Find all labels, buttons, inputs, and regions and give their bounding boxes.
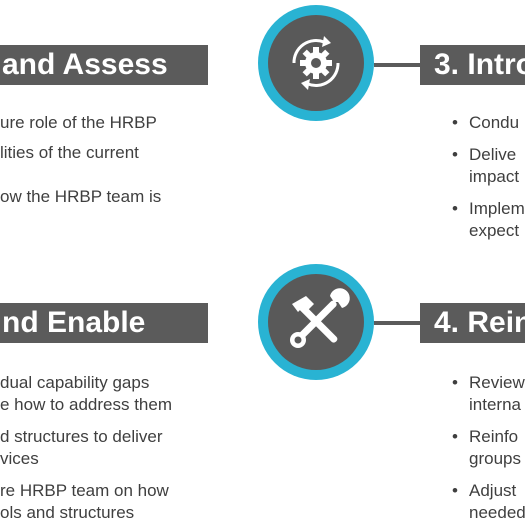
circle-inner <box>268 274 364 370</box>
list-item: Implem <box>469 199 525 218</box>
list-item: Condu <box>469 113 520 132</box>
step-intro-banner: 3. Intro <box>420 45 525 85</box>
list-item: ure role of the HRBP <box>0 113 157 132</box>
list-item-cont: groups <box>469 449 521 468</box>
step-assess-banner: and Assess <box>0 45 208 85</box>
list-item-cont: e how to address them <box>0 395 172 414</box>
list-item: d structures to deliver <box>0 427 163 446</box>
step-reinforce-banner: 4. Rein <box>420 303 525 343</box>
step-intro-connector <box>374 63 420 67</box>
step-reinforce-circle <box>258 264 374 380</box>
list-item-cont: ols and structures <box>0 503 135 522</box>
list-item: Adjust <box>469 481 517 500</box>
list-item-cont: needed <box>469 503 525 522</box>
list-item: dual capability gaps <box>0 373 150 392</box>
bullet-dot: • <box>452 113 458 132</box>
bullet-dot: • <box>452 373 458 392</box>
bullet-dot: • <box>452 481 458 500</box>
tools-icon <box>290 288 350 348</box>
list-item: ow the HRBP team is <box>0 187 162 206</box>
list-item: re HRBP team on how <box>0 481 169 500</box>
list-item: lities of the current <box>0 143 139 162</box>
step-assess-list: ure role of the HRBP lities of the curre… <box>0 112 161 216</box>
gear-cycle-icon <box>292 36 340 90</box>
list-item: Review <box>469 373 525 392</box>
step-intro-title: 3. Intro <box>434 48 525 81</box>
circle-inner <box>268 15 364 111</box>
list-item-cont: interna <box>469 395 521 414</box>
bullet-dot: • <box>452 199 458 218</box>
list-item-cont: vices <box>0 449 39 468</box>
step-intro-circle <box>258 5 374 121</box>
step-reinforce-title: 4. Rein <box>434 306 525 339</box>
bullet-dot: • <box>452 427 458 446</box>
step-enable-title: nd Enable <box>2 306 146 339</box>
list-item: Reinfo <box>469 427 519 446</box>
step-enable-banner: nd Enable <box>0 303 208 343</box>
list-item: Delive <box>469 145 517 164</box>
list-item-cont: expect <box>469 221 520 240</box>
bullet-dot: • <box>452 145 458 164</box>
step-assess-title: and Assess <box>2 48 168 81</box>
list-item-cont: impact <box>469 167 520 186</box>
step-reinforce-connector <box>374 321 420 325</box>
